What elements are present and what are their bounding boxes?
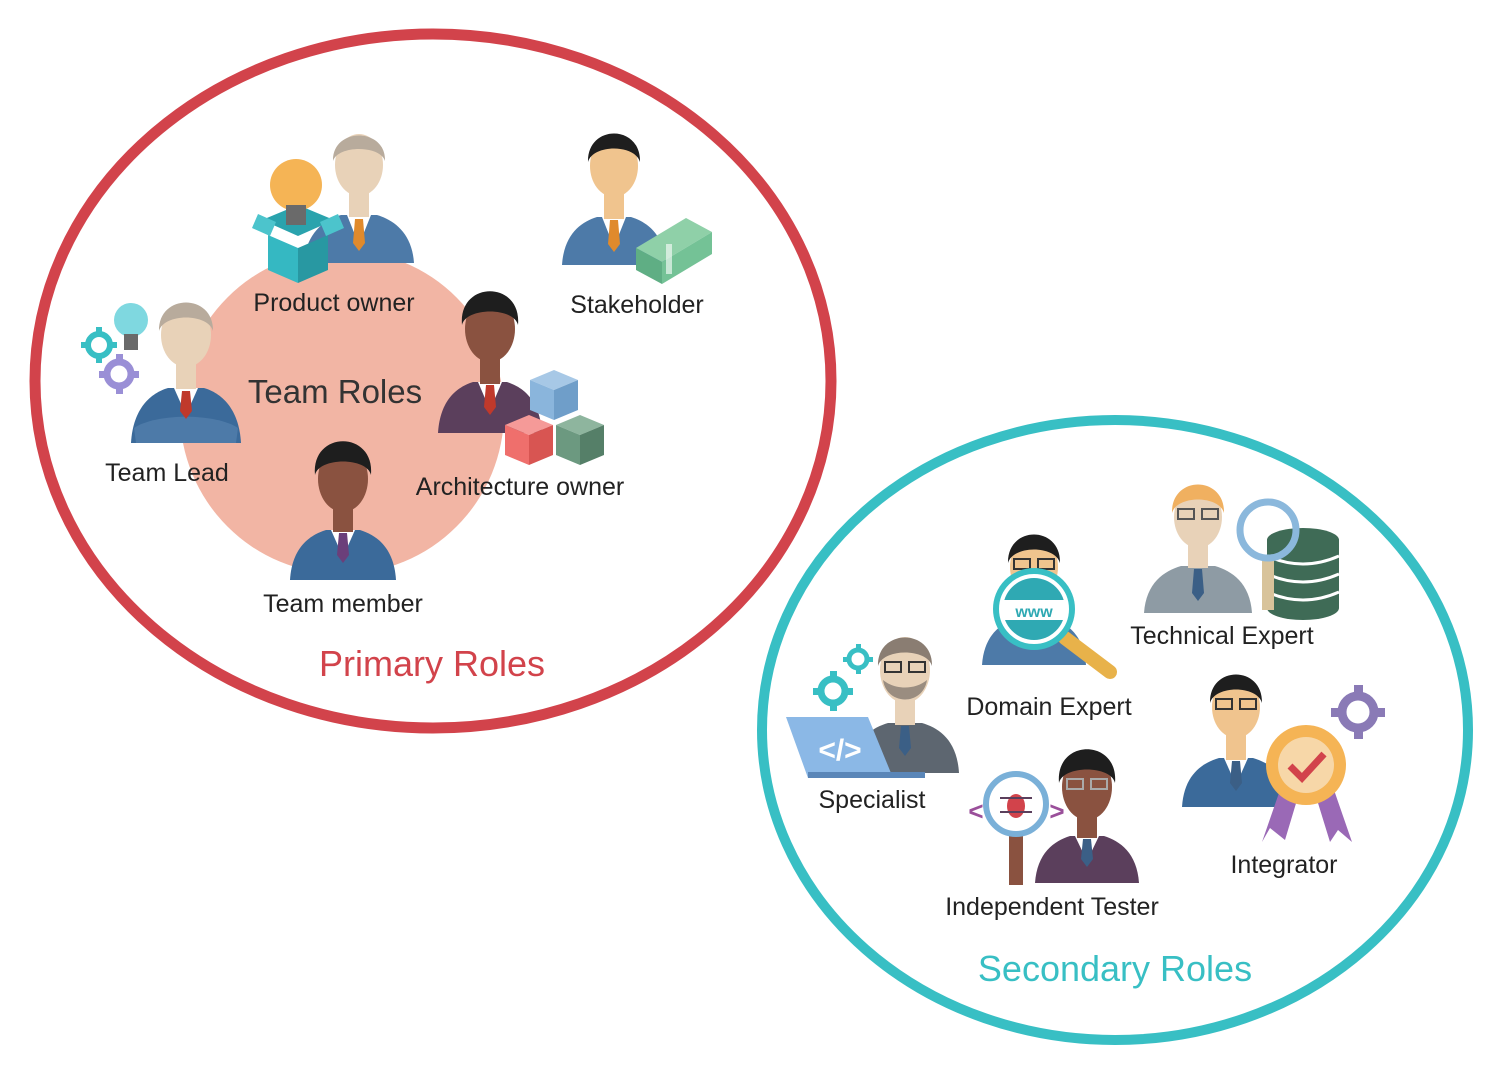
person-database-magnifier-icon [1144,484,1340,620]
role-label-team-member: Team member [263,590,423,618]
svg-text:<: < [968,796,983,826]
role-label-independent-tester: Independent Tester [945,893,1159,921]
money-stack-icon [636,218,712,284]
person-gears-icon [81,302,241,443]
person-bug-magnifier-icon: < > [968,749,1139,885]
role-label-domain-expert: Domain Expert [966,693,1131,721]
secondary-roles-title: Secondary Roles [978,948,1252,989]
person-www-magnifier-icon: www [982,534,1117,679]
role-label-stakeholder: Stakeholder [570,291,703,319]
svg-text:</>: </> [818,734,861,767]
person-cubes-icon [438,291,604,465]
person-code-laptop-icon: </> [786,637,959,778]
role-label-team-lead: Team Lead [105,459,229,487]
role-label-architecture-owner: Architecture owner [416,473,624,501]
role-label-integrator: Integrator [1230,851,1337,879]
role-label-specialist: Specialist [819,786,926,814]
person-lightbulb-box-icon [252,134,414,283]
svg-text:>: > [1049,796,1064,826]
primary-roles-title: Primary Roles [319,643,545,684]
www-badge-text: www [1014,604,1053,621]
primary-roles-ring [29,28,837,734]
role-label-technical-expert: Technical Expert [1130,622,1313,650]
person-award-gear-icon [1182,674,1385,842]
secondary-roles-ring [757,415,1473,1045]
person-icon [290,441,396,580]
team-roles-circle [180,250,504,574]
team-roles-label: Team Roles [248,373,422,410]
role-label-product-owner: Product owner [253,289,414,317]
